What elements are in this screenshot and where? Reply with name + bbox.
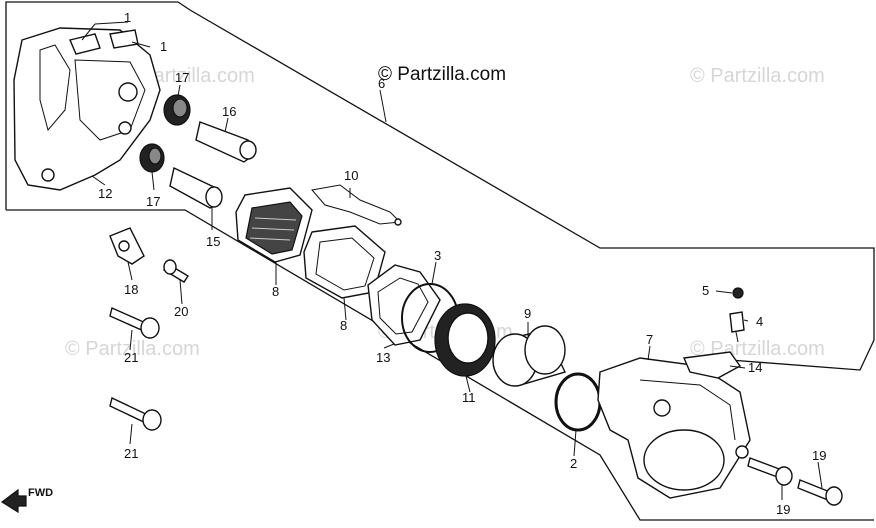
callout-4[interactable]: 4 bbox=[756, 314, 763, 329]
callout-11[interactable]: 11 bbox=[462, 390, 476, 405]
callout-9[interactable]: 9 bbox=[524, 306, 531, 321]
watermark-mid-left: © Partzilla.com bbox=[65, 338, 200, 360]
callout-8-a[interactable]: 8 bbox=[272, 284, 279, 299]
callout-14[interactable]: 14 bbox=[748, 360, 762, 375]
callout-5[interactable]: 5 bbox=[702, 283, 709, 298]
leader-lines bbox=[81, 21, 823, 500]
callout-19-b[interactable]: 19 bbox=[776, 502, 790, 517]
copyright-label: © Partzilla.com bbox=[378, 64, 506, 85]
callout-12[interactable]: 12 bbox=[98, 186, 112, 201]
callout-1-a[interactable]: 1 bbox=[124, 10, 131, 25]
hose-clamp-18[interactable] bbox=[109, 227, 145, 265]
callout-2[interactable]: 2 bbox=[570, 456, 577, 471]
flange-bolt-21b[interactable] bbox=[109, 397, 162, 431]
piston-9[interactable] bbox=[492, 325, 566, 387]
caliper-bolt-19a[interactable] bbox=[747, 457, 793, 486]
flange-bolt-21a[interactable] bbox=[109, 307, 160, 339]
slide-pin-16[interactable] bbox=[195, 121, 257, 163]
callout-20[interactable]: 20 bbox=[174, 304, 188, 319]
callout-15[interactable]: 15 bbox=[206, 234, 220, 249]
callout-6[interactable]: 6 bbox=[378, 76, 385, 91]
pad-retainer-14[interactable] bbox=[682, 351, 742, 379]
callout-8-b[interactable]: 8 bbox=[340, 318, 347, 333]
slide-pin-15[interactable] bbox=[169, 166, 223, 209]
caliper-bracket-12[interactable] bbox=[13, 27, 161, 191]
piston-seal-11[interactable] bbox=[434, 303, 496, 377]
callout-10[interactable]: 10 bbox=[344, 168, 358, 183]
brake-pad-8-lower[interactable] bbox=[303, 225, 386, 299]
dust-seal-2[interactable] bbox=[554, 372, 602, 432]
callout-17-b[interactable]: 17 bbox=[146, 194, 160, 209]
boot-17-upper[interactable] bbox=[163, 94, 191, 126]
callout-1-b[interactable]: 1 bbox=[160, 39, 167, 54]
fwd-arrow-icon bbox=[0, 488, 27, 514]
callout-16[interactable]: 16 bbox=[222, 104, 236, 119]
watermark-top-right: © Partzilla.com bbox=[690, 65, 825, 87]
bleed-valve-4[interactable] bbox=[729, 311, 745, 343]
callout-18[interactable]: 18 bbox=[124, 282, 138, 297]
callout-21-b[interactable]: 21 bbox=[124, 446, 138, 461]
callout-7[interactable]: 7 bbox=[646, 332, 653, 347]
callout-17-a[interactable]: 17 bbox=[175, 70, 189, 85]
caliper-body-7[interactable] bbox=[597, 357, 751, 499]
brake-pad-8-upper[interactable] bbox=[235, 187, 313, 263]
callout-13[interactable]: 13 bbox=[376, 350, 390, 365]
callout-21-a[interactable]: 21 bbox=[124, 350, 138, 365]
callout-19-a[interactable]: 19 bbox=[812, 448, 826, 463]
pad-spring-10[interactable] bbox=[311, 184, 402, 226]
small-bolt-20[interactable] bbox=[163, 259, 189, 283]
fwd-label: FWD bbox=[28, 487, 53, 499]
assembly-outline bbox=[5, 1, 875, 521]
boot-17-lower[interactable] bbox=[139, 143, 165, 173]
caliper-bolt-19b[interactable] bbox=[797, 479, 843, 506]
callout-3[interactable]: 3 bbox=[434, 248, 441, 263]
bleed-valve-cap-5[interactable] bbox=[732, 287, 744, 299]
